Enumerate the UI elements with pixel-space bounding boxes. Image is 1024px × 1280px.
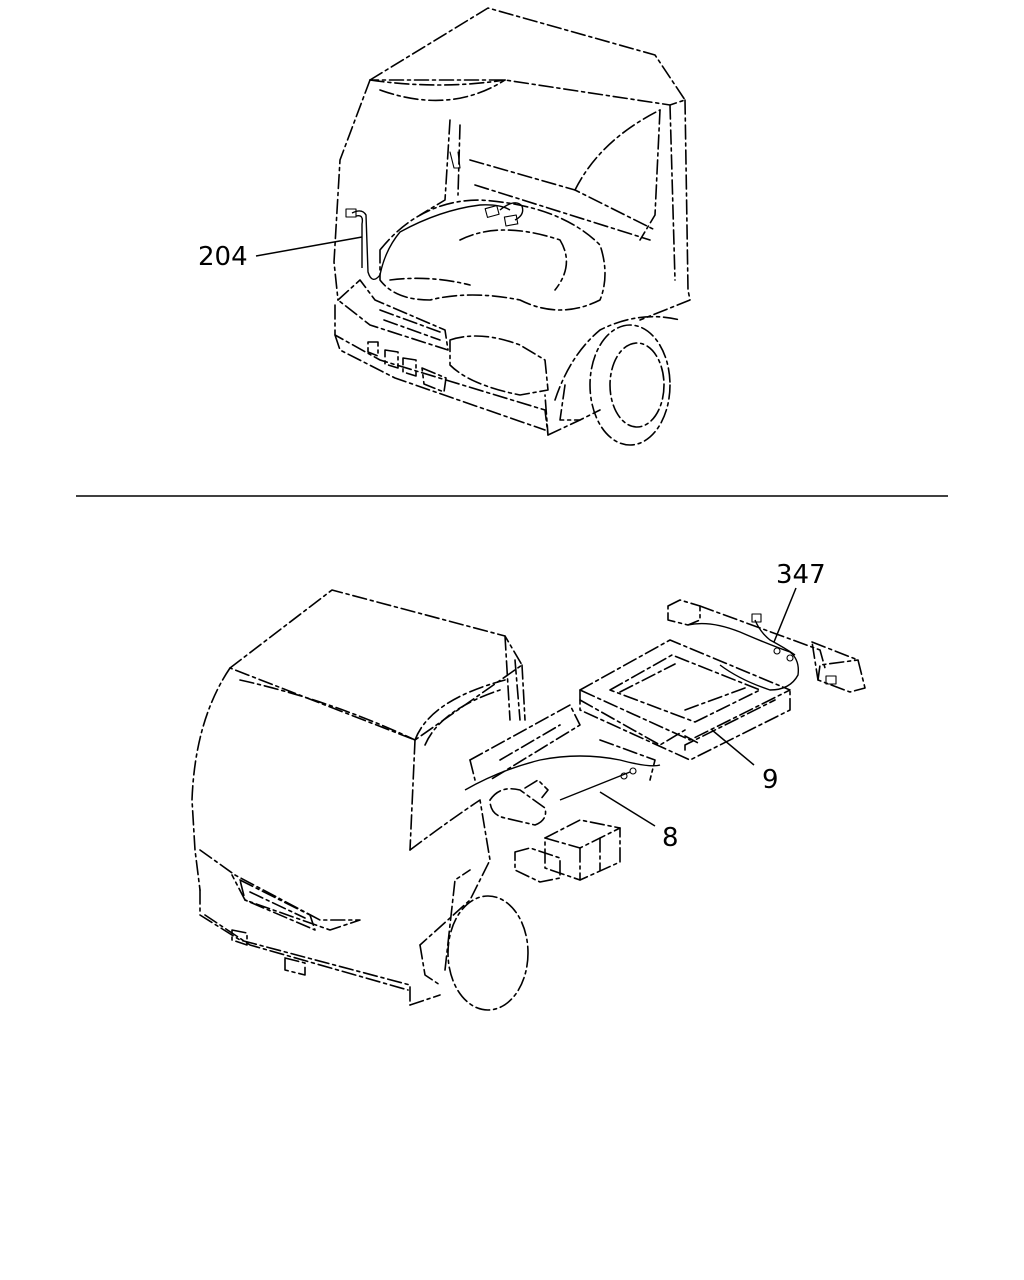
leader-line-9 xyxy=(711,729,755,766)
callout-347: 347 xyxy=(776,560,826,590)
cab-front-view xyxy=(333,7,691,446)
chassis-view xyxy=(191,589,866,1011)
leader-line-8 xyxy=(599,791,656,827)
callout-204: 204 xyxy=(198,242,248,272)
leader-line-347 xyxy=(773,587,797,643)
callout-9: 9 xyxy=(762,765,779,795)
callout-8: 8 xyxy=(662,823,679,853)
leader-line-204 xyxy=(255,236,363,257)
